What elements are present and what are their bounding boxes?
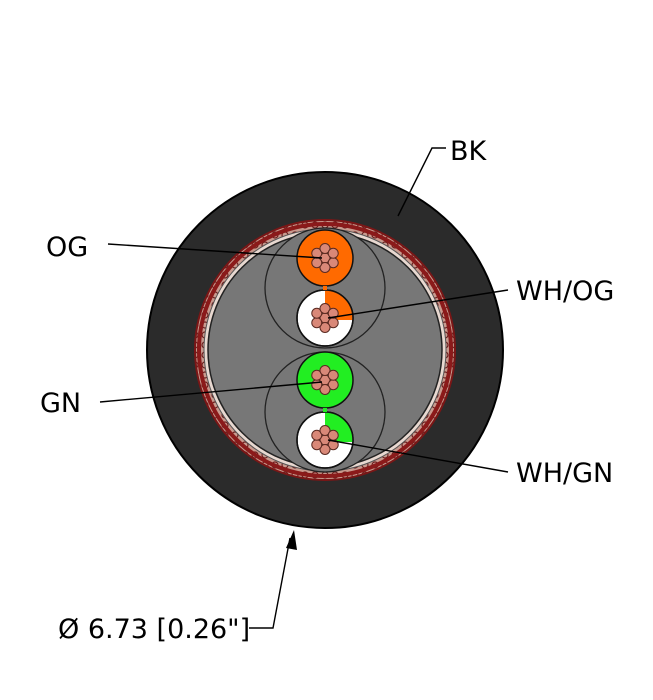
copper-strands bbox=[311, 243, 339, 455]
copper-strand bbox=[319, 384, 331, 395]
label-gn: GN bbox=[40, 388, 81, 419]
copper-strand bbox=[319, 444, 331, 455]
leader-wh-og bbox=[327, 289, 509, 319]
copper-strand bbox=[327, 307, 339, 319]
diameter-arrowhead bbox=[286, 530, 297, 550]
copper-strand bbox=[311, 429, 323, 441]
copper-strand bbox=[319, 243, 331, 254]
leader-wh-gn bbox=[327, 439, 509, 473]
copper-strand bbox=[311, 439, 323, 451]
leader-og bbox=[107, 243, 323, 259]
copper-strand bbox=[311, 307, 323, 319]
copper-strand bbox=[319, 365, 331, 376]
leader-bk bbox=[397, 147, 446, 217]
label-wh-gn: WH/GN bbox=[516, 458, 613, 489]
label-og: OG bbox=[46, 232, 88, 263]
copper-strand bbox=[319, 322, 331, 333]
copper-strand bbox=[311, 379, 323, 391]
shield-outer-line bbox=[197, 222, 453, 478]
label-diameter: Ø 6.73 [0.26"] bbox=[58, 614, 250, 645]
copper-strand bbox=[319, 425, 331, 436]
copper-strand bbox=[311, 257, 323, 269]
copper-strand bbox=[319, 303, 331, 314]
label-bk: BK bbox=[450, 136, 488, 167]
copper-strand bbox=[311, 317, 323, 329]
copper-strand bbox=[327, 429, 339, 441]
copper-strand bbox=[327, 369, 339, 381]
leader-diameter bbox=[249, 537, 291, 629]
copper-strand bbox=[319, 262, 331, 273]
leader-gn bbox=[99, 381, 323, 403]
copper-strand bbox=[311, 369, 323, 381]
label-wh-og: WH/OG bbox=[516, 276, 614, 307]
copper-strand bbox=[327, 247, 339, 259]
